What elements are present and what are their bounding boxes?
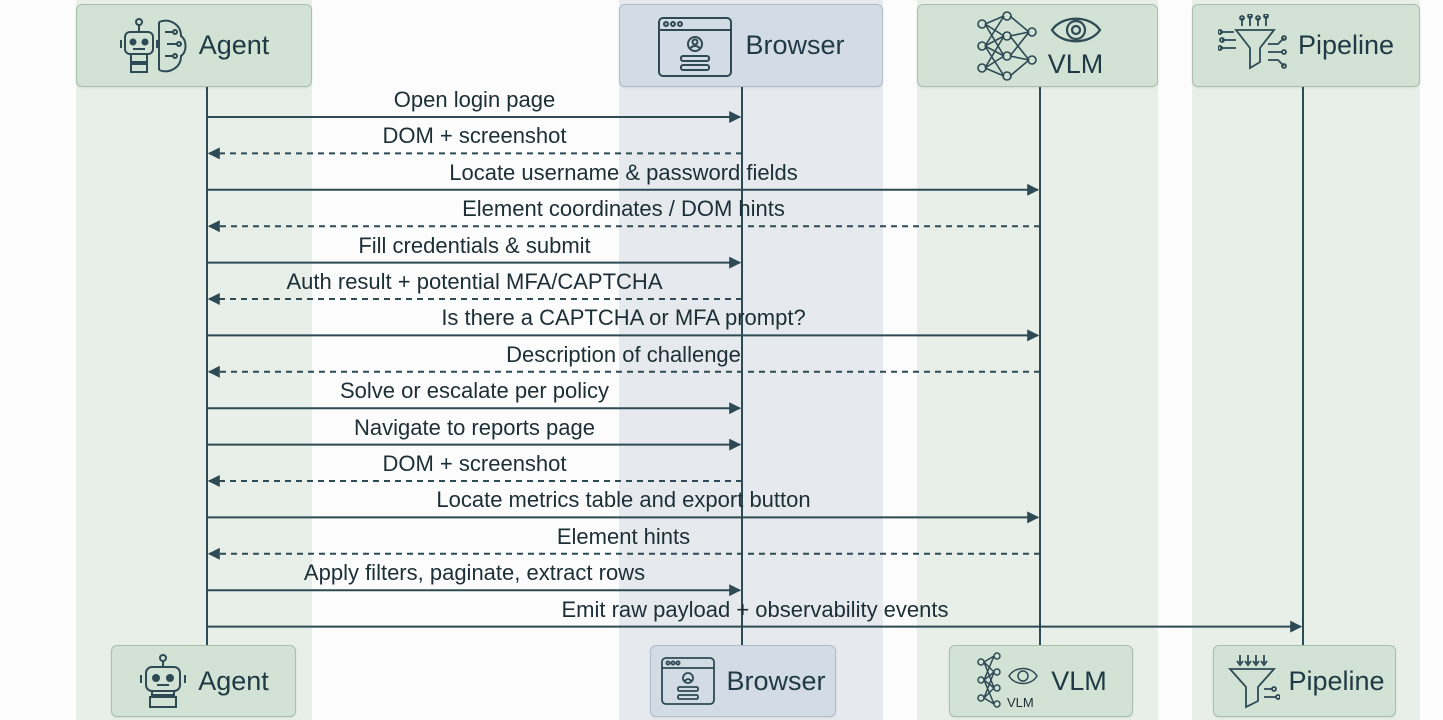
- message-label: Locate username & password fields: [449, 159, 798, 185]
- browser-header-label: Browser: [745, 30, 845, 60]
- agent-footer: Agent: [111, 645, 296, 717]
- message-label: Is there a CAPTCHA or MFA prompt?: [441, 305, 806, 331]
- pipeline-footer: Pipeline: [1213, 645, 1396, 717]
- robot-brain-icon: [119, 17, 187, 73]
- robot-icon: [140, 654, 187, 708]
- neural-network-icon: [976, 10, 1037, 81]
- message-label: DOM + screenshot: [382, 451, 567, 476]
- agent-header-label: Agent: [198, 30, 270, 60]
- message-label: Open login page: [393, 87, 556, 112]
- vlm-icon-caption: VLM: [1007, 695, 1034, 710]
- eye-icon: [1050, 17, 1101, 43]
- funnel-icon: [1228, 655, 1281, 709]
- pipeline-footer-label: Pipeline: [1288, 665, 1385, 696]
- pipeline-lane: [1192, 0, 1420, 720]
- message-label: Element hints: [556, 523, 691, 549]
- message-label: DOM + screenshot: [382, 123, 567, 149]
- message-label: Locate metrics table and export button: [436, 487, 811, 513]
- vlm-footer-label: VLM: [1051, 665, 1107, 696]
- browser-lane: [619, 0, 883, 720]
- vlm-footer: VLM VLM: [949, 645, 1133, 717]
- message-label: Apply filters, paginate, extract rows: [303, 560, 646, 586]
- vlm-header-label: VLM: [1047, 49, 1104, 79]
- browser-footer-label: Browser: [726, 665, 826, 696]
- browser-window-icon: [661, 657, 716, 705]
- message-label: Auth result + potential MFA/CAPTCHA: [286, 269, 663, 294]
- browser-footer: Browser: [650, 645, 836, 717]
- agent-lane: [76, 0, 312, 720]
- pipeline-header: Pipeline: [1192, 4, 1420, 87]
- agent-footer-label: Agent: [198, 665, 269, 696]
- vlm-header: VLM: [917, 4, 1158, 87]
- vlm-lane: [917, 0, 1158, 720]
- message-label: Fill credentials & submit: [358, 232, 591, 258]
- neural-network-eye-icon: VLM: [977, 652, 1039, 710]
- agent-header: Agent: [76, 4, 312, 87]
- message-label: Navigate to reports page: [354, 414, 595, 440]
- pipeline-header-label: Pipeline: [1297, 30, 1395, 60]
- message-label: Element coordinates / DOM hints: [462, 196, 785, 222]
- message-label: Emit raw payload + observability events: [561, 596, 949, 622]
- browser-header: Browser: [619, 4, 883, 87]
- message-label: Solve or escalate per policy: [339, 378, 610, 404]
- browser-window-icon: [658, 16, 733, 77]
- message-label: Description of challenge: [506, 341, 741, 367]
- funnel-pipeline-icon: [1217, 13, 1287, 70]
